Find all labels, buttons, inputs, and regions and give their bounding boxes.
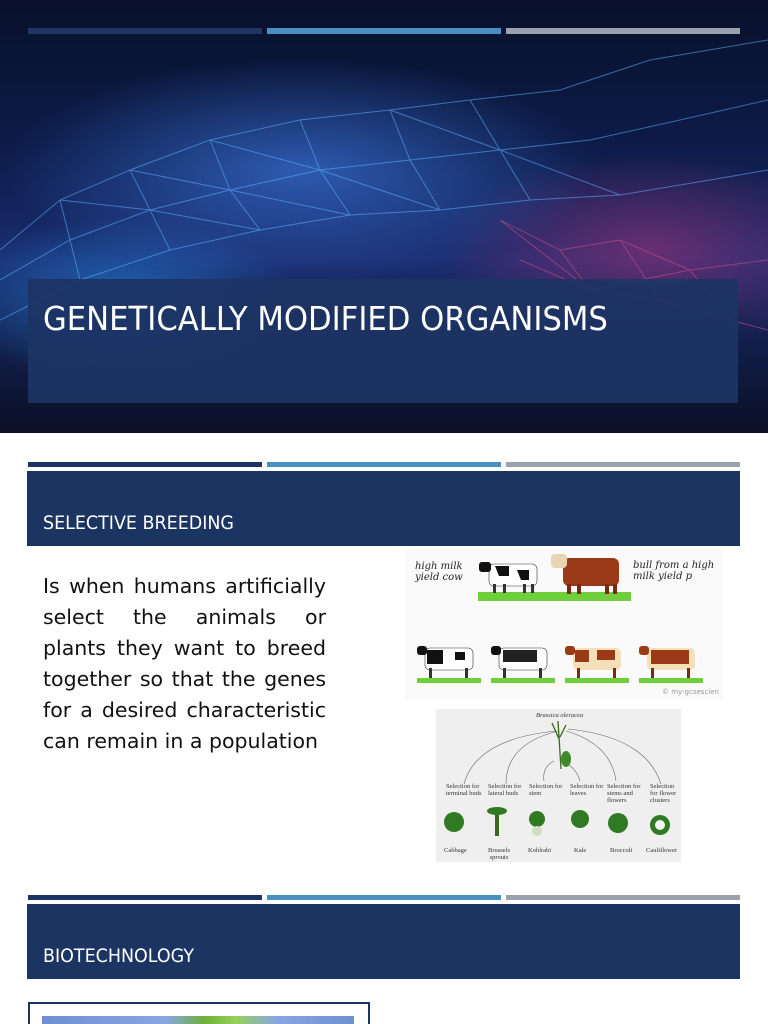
accent-bar-blue bbox=[267, 462, 501, 467]
selection-label: Selection for stems and flowers bbox=[607, 783, 641, 804]
accent-bar-blue bbox=[267, 28, 501, 34]
title-slide: GENETICALLY MODIFIED ORGANISMS bbox=[0, 0, 768, 433]
selective-breeding-description: Is when humans artificially select the a… bbox=[43, 574, 326, 753]
selection-label: Selection for flower clusters bbox=[650, 783, 677, 804]
accent-bars bbox=[28, 28, 740, 34]
plant-name: Brussels sprouts bbox=[487, 847, 511, 861]
accent-bar-navy bbox=[28, 28, 262, 34]
section-header-biotechnology: BIOTECHNOLOGY bbox=[27, 904, 740, 979]
brassica-title: Brassica oleracea bbox=[536, 712, 584, 719]
title-box: GENETICALLY MODIFIED ORGANISMS bbox=[28, 279, 738, 403]
accent-bar-gray bbox=[506, 28, 740, 34]
cow-holstein-icon bbox=[479, 562, 538, 593]
plant-name: Kohlrabi bbox=[528, 847, 552, 854]
section-title: SELECTIVE BREEDING bbox=[43, 512, 234, 534]
accent-bars bbox=[28, 462, 740, 467]
section-header-selective-breeding: SELECTIVE BREEDING bbox=[27, 471, 740, 546]
plant-name: Cauliflower bbox=[646, 847, 678, 854]
section-title: BIOTECHNOLOGY bbox=[43, 945, 195, 967]
plant-name: Cabbage bbox=[444, 847, 467, 854]
bull-icon bbox=[551, 554, 619, 594]
network-mesh-background bbox=[0, 39, 768, 331]
selection-label: Selection for terminal buds bbox=[446, 783, 482, 797]
plant-name: Broccoli bbox=[610, 847, 633, 854]
cow-illustration bbox=[417, 554, 703, 683]
biotechnology-image-frame bbox=[28, 1002, 370, 1024]
selection-label: Selection for leaves bbox=[570, 783, 604, 797]
accent-bar-navy bbox=[28, 895, 262, 900]
plant-name: Kale bbox=[574, 847, 587, 854]
accent-bar-navy bbox=[28, 462, 262, 467]
accent-bar-gray bbox=[506, 895, 740, 900]
brassica-figure: Brassica oleracea Selection for terminal… bbox=[436, 709, 681, 862]
selection-label: Selection for lateral buds bbox=[488, 783, 522, 797]
label-high-milk-cow: high milk yield cow bbox=[415, 561, 463, 583]
accent-bar-blue bbox=[267, 895, 501, 900]
selection-label: Selection for stem bbox=[529, 783, 563, 797]
label-bull: bull from a high milk yield p bbox=[633, 560, 715, 582]
watermark: © my-gcsescien bbox=[661, 688, 719, 696]
cow-breeding-figure: high milk yield cow bull from a high mil… bbox=[405, 548, 723, 700]
biotechnology-image bbox=[42, 1016, 354, 1024]
brassica-tree bbox=[444, 720, 670, 836]
accent-bars bbox=[28, 895, 740, 900]
accent-bar-gray bbox=[506, 462, 740, 467]
slide-title: GENETICALLY MODIFIED ORGANISMS bbox=[43, 299, 608, 338]
